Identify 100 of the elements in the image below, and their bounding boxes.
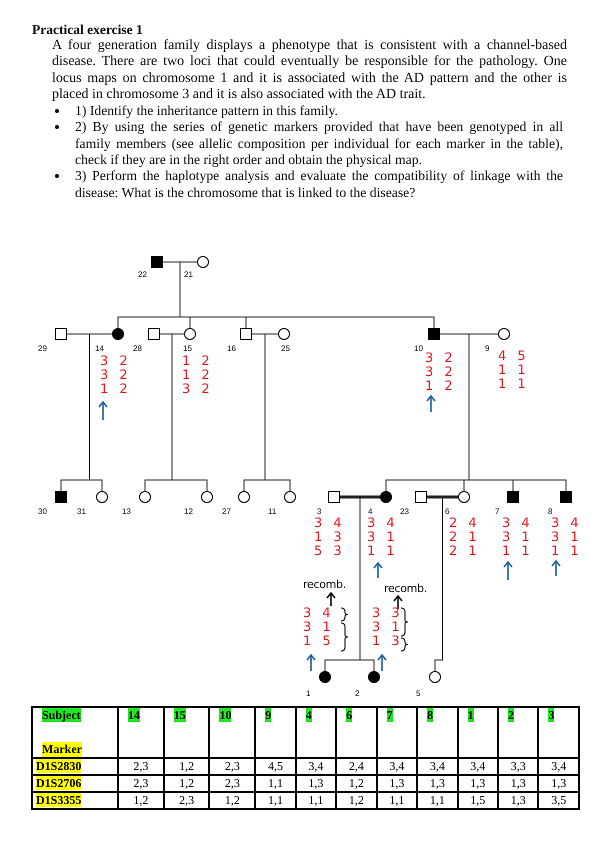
allele-pair: 3,4 [308,759,324,773]
descent-line [172,334,208,492]
subject-id: 2 [508,708,514,722]
allele-pair: 1,1 [268,793,283,807]
allele-row: 3 2 [425,366,453,380]
male-square [148,328,160,340]
subject-id: 15 [174,708,186,722]
allele-pair: 1,3 [430,776,445,790]
affected-female-circle [319,671,331,683]
question-text: 2) By using the series of genetic markers provided that have been genotyped in all family members (see allelic composition per individual for each marker in the table), check if they are in the right order and obtain the physical map. [75,119,563,168]
individual-number: 11 [268,507,276,516]
allele-row: 3 4 [502,517,530,531]
row-header: Marker [42,742,82,757]
descent-line [468,334,566,492]
affected-female-circle [112,328,124,340]
individual-number: 15 [183,344,192,353]
individual-number: 6 [445,507,450,516]
allele-pair: 3,4 [389,759,404,773]
question-text: 3) Perform the haplotype analysis and evaluate the compatibility of linkage with the disease: What is the chromosome that is linked to the disease? [75,168,563,200]
allele-pair: 1,2 [179,759,194,773]
female-circle [278,328,290,340]
allele-row: 1 3 [314,531,342,545]
marker-name: D1S2706 [36,776,82,790]
individual-number: 3 [317,507,322,516]
allele-row: 3 4 [314,517,342,531]
female-circle [96,491,108,503]
allele-pair: 1,3 [551,776,566,790]
individual-number: 13 [122,507,131,516]
allele-pair: 1,1 [389,793,404,807]
allele-pair: 1,2 [348,793,364,807]
subject-id: 7 [386,708,393,722]
allele-row: 4 5 [498,350,526,364]
subject-id: 10 [219,708,232,722]
problem-paragraph: A four generation family displays a phenotype that is consistent with a channel-based disease. There are two loci that could eventually be responsible for the pathology. One locus maps on chromosome 1 and it is associated with the AD pattern and the other is placed in chromosome 3 and it is also associated with the AD trait. [52,38,567,104]
mating-line [340,496,380,498]
allele-pair: 1,1 [268,776,283,790]
allele-pair: 3,4 [551,759,566,773]
individual-number: 16 [227,344,236,353]
allele-row: 3 4 [551,517,579,531]
allele-row: 3 2 [182,383,210,397]
individual-number: 28 [133,344,142,353]
allele-row: 1 2 [182,369,210,383]
male-square [415,491,427,503]
female-circle [184,328,196,340]
female-circle [284,491,296,503]
allele-row: 1 1 [498,364,526,378]
allele-pair: 1,2 [224,793,240,807]
allele-pair: 2,3 [224,759,240,773]
recombination-note: recomb. [303,578,346,591]
subject-id: 9 [265,708,272,722]
allele-row: 1 2 [182,355,210,369]
female-circle [139,491,151,503]
individual-number: 8 [548,507,552,516]
descent-line [89,334,112,492]
allele-pair: 2,3 [179,793,194,807]
individual-number: 7 [495,507,500,516]
allele-pair: 3,4 [470,759,486,773]
subject-id: 3 [548,708,554,722]
allele-row: 1 1 [502,545,530,559]
allele-row: 5 3 [314,545,342,559]
subject-id: 1 [468,708,474,722]
individual-number: 23 [400,507,409,516]
allele-row: 1 1 [498,378,526,392]
individual-number: 31 [77,507,86,516]
allele-pair: 4,5 [268,759,283,773]
question-text: 1) Identify the inheritance pattern in this family. [75,103,338,118]
allele-row: 3 1 [367,531,395,545]
marker-name: D1S3355 [36,793,82,807]
allele-pair: 3,4 [430,759,445,773]
individual-number: 4 [368,507,372,516]
allele-row: 2 4 [449,517,477,531]
subject-id: 6 [346,708,352,722]
allele-row: 3 4 [367,517,395,531]
individual-number: 14 [95,344,104,353]
affected-female-circle [380,491,392,503]
recombination-note: recomb. [384,582,427,595]
allele-row: 1 2 [100,383,128,397]
individual-number: 12 [184,507,193,516]
female-circle [238,491,250,503]
allele-pair: 1,3 [510,776,526,790]
allele-pair: 2,3 [224,776,240,790]
allele-row: 3 2 [425,352,453,366]
individual-number: 29 [38,344,47,353]
allele-row: 1 1 [551,545,579,559]
descent-line [360,496,380,672]
male-square [240,328,252,340]
allele-row: 1 1 [367,545,395,559]
descent-line [264,334,290,492]
allele-row: 1 2 [425,380,453,394]
allele-pair: 1,2 [133,793,148,807]
allele-row: 1 5 [303,635,331,649]
allele-row: 3 1 [551,531,579,545]
individual-number: 1 [306,689,310,698]
allele-row: 3 1 [372,621,400,635]
allele-row: 3 1 [502,531,530,545]
allele-row: 3 2 [100,355,128,369]
allele-row: 1 3 [372,635,400,649]
allele-pair: 2,4 [348,759,364,773]
individual-number: 22 [138,270,147,279]
allele-pair: 1,1 [308,793,324,807]
